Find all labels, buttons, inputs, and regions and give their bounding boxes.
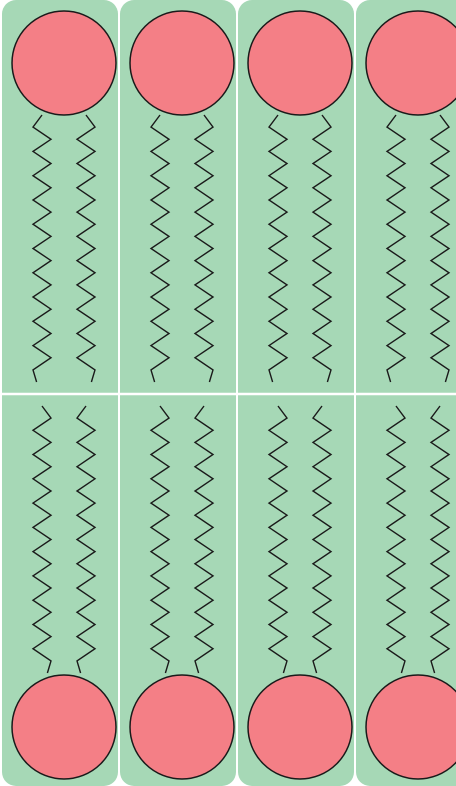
hydrophilic-head-bottom (248, 675, 352, 779)
hydrophilic-head-bottom (130, 675, 234, 779)
hydrophilic-head-top (12, 11, 116, 115)
hydrophilic-head-top (130, 11, 234, 115)
hydrophilic-head-bottom (12, 675, 116, 779)
hydrophilic-head-top (248, 11, 352, 115)
